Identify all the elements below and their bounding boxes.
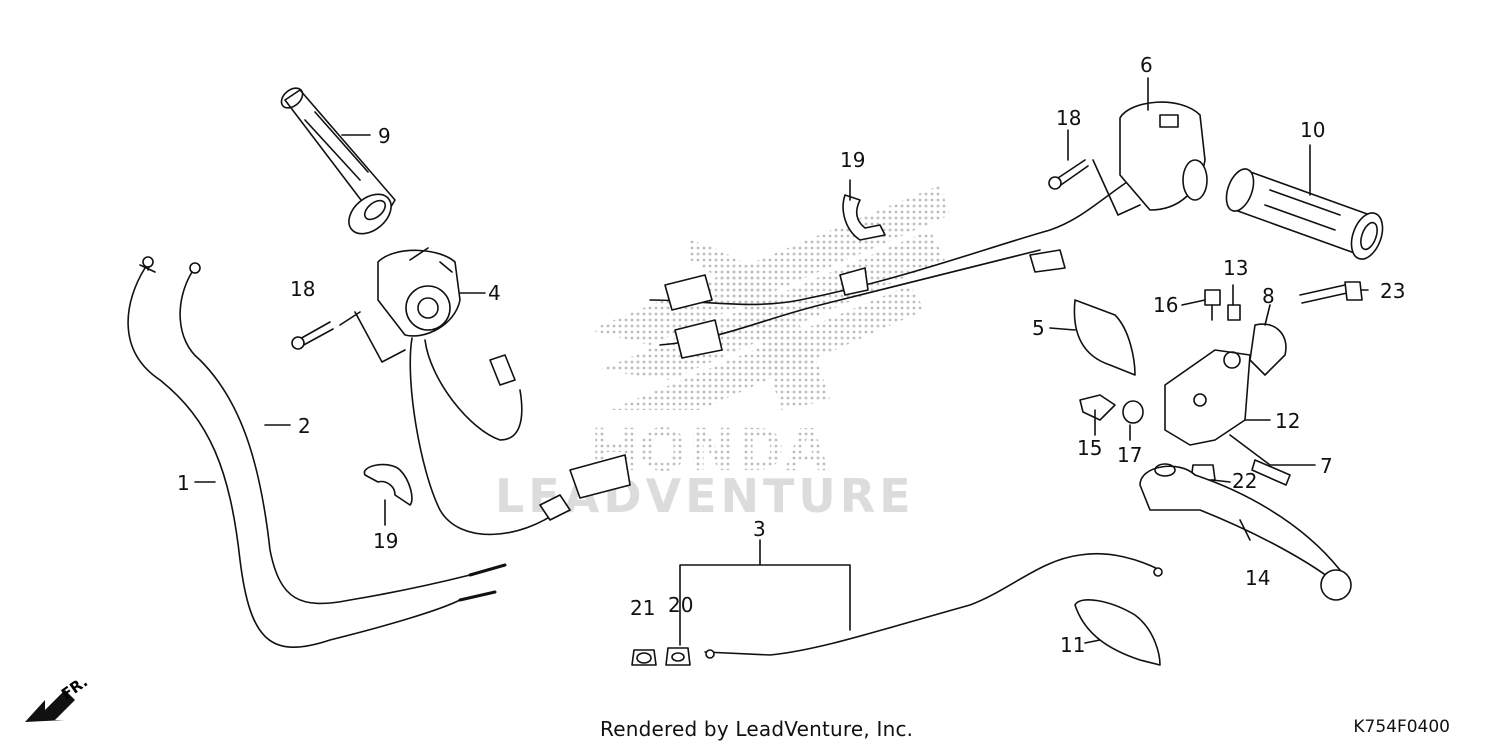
callout-16: 16 <box>1153 293 1178 317</box>
diagram-part-code: K754F0400 <box>1353 717 1450 737</box>
lever-clamp <box>1249 323 1287 376</box>
throttle-cable-2 <box>179 262 507 605</box>
callout-22: 22 <box>1232 469 1257 493</box>
nut-21 <box>631 649 657 666</box>
callout-17: 17 <box>1117 443 1142 467</box>
rendered-by-credit: Rendered by LeadVenture, Inc. <box>600 717 914 741</box>
adjuster-15 <box>1079 394 1116 421</box>
callout-13: 13 <box>1223 256 1248 280</box>
callout-8: 8 <box>1262 284 1275 308</box>
right-screw <box>1048 159 1089 190</box>
right-grip <box>1225 168 1384 260</box>
callout-21: 21 <box>630 596 655 620</box>
callout-20: 20 <box>668 593 693 617</box>
callout-11: 11 <box>1060 633 1085 657</box>
lever-cover-5 <box>1073 299 1136 376</box>
lever-bracket <box>1164 349 1251 446</box>
callout-19-left: 19 <box>373 529 398 553</box>
bolt-23 <box>1299 281 1363 304</box>
callout-1: 1 <box>177 471 190 495</box>
clutch-cable <box>704 552 1163 659</box>
callout-19-top: 19 <box>840 148 865 172</box>
footer: Rendered by LeadVenture, Inc. K754F0400 <box>0 717 1500 747</box>
screw-13 <box>1227 304 1241 321</box>
band-clip-left <box>363 463 413 506</box>
callout-10: 10 <box>1300 118 1325 142</box>
left-grip <box>280 87 396 235</box>
callout-15: 15 <box>1077 436 1102 460</box>
pin-7 <box>1251 459 1291 486</box>
callout-23: 23 <box>1380 279 1405 303</box>
left-switch-harness <box>409 337 561 536</box>
connector-a <box>664 274 713 311</box>
nut-17 <box>1122 400 1144 424</box>
leadventure-watermark-text: LEADVENTURE <box>495 469 915 523</box>
callout-18-right: 18 <box>1056 106 1081 130</box>
left-screw <box>291 321 334 350</box>
callout-18-left: 18 <box>290 277 315 301</box>
callout-12: 12 <box>1275 409 1300 433</box>
callout-14: 14 <box>1245 566 1270 590</box>
callout-4: 4 <box>488 281 501 305</box>
callout-3: 3 <box>753 517 766 541</box>
callout-9: 9 <box>378 124 391 148</box>
lever-cover-11 <box>1074 599 1161 666</box>
nut-20 <box>665 647 691 666</box>
callout-7: 7 <box>1320 454 1333 478</box>
callout-5: 5 <box>1032 316 1045 340</box>
callouts: 9 4 2 1 18 19 19 18 6 10 5 16 13 8 23 12… <box>177 53 1405 657</box>
callout-2: 2 <box>298 414 311 438</box>
left-switch-housing <box>377 247 461 337</box>
right-switch-harness <box>649 179 1131 306</box>
callout-6: 6 <box>1140 53 1153 77</box>
throttle-cable-1 <box>127 256 497 648</box>
clutch-lever <box>1139 463 1352 601</box>
left-switch-connector <box>569 454 631 499</box>
screw-16 <box>1204 289 1221 321</box>
connector-b <box>674 319 723 359</box>
right-switch-housing <box>1119 101 1208 211</box>
front-direction-arrow: FR. <box>25 673 91 722</box>
band-clip-top <box>842 194 886 241</box>
honda-watermark-text: HONDA <box>590 416 830 484</box>
